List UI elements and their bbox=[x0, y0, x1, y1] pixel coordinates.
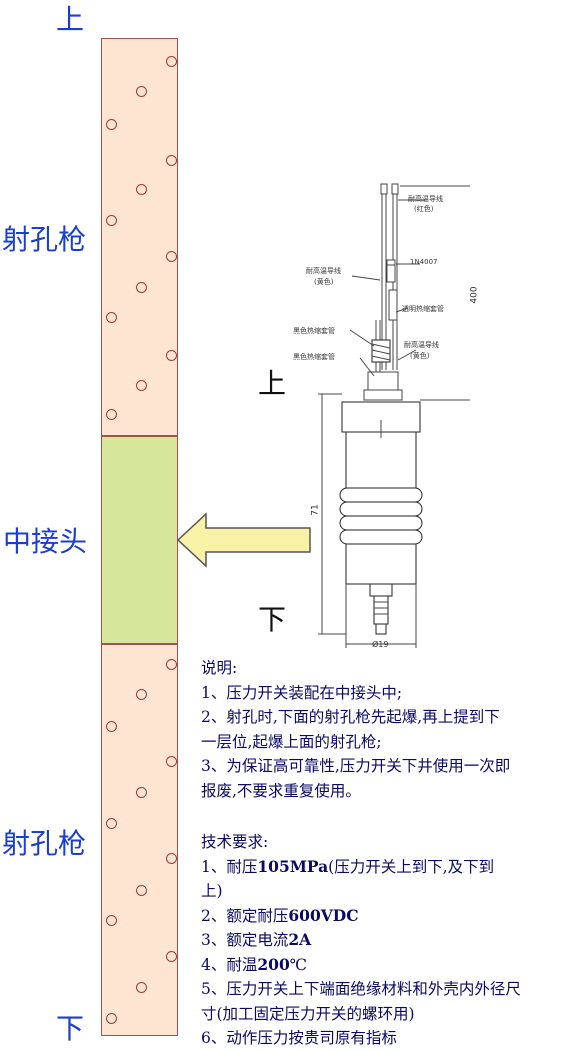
left-arrow-icon bbox=[176, 512, 311, 568]
perforation-hole bbox=[166, 659, 177, 670]
perforation-hole bbox=[136, 885, 147, 896]
perforating-gun-lower-label: 射孔枪 bbox=[2, 827, 87, 860]
perforating-gun-upper-label: 射孔枪 bbox=[2, 223, 87, 256]
perforation-hole bbox=[166, 756, 177, 767]
perforation-hole bbox=[166, 951, 177, 962]
requirement-1: 1、耐压105MPa(压力开关上到下,及下到 bbox=[201, 855, 585, 880]
perforation-hole bbox=[106, 721, 117, 732]
wire-yellow-label: 耐高温导线 bbox=[306, 267, 341, 275]
perforation-hole bbox=[136, 380, 147, 391]
top-label: 上 bbox=[56, 3, 85, 36]
bottom-label: 下 bbox=[56, 1012, 85, 1045]
joint-label: 中接头 bbox=[3, 525, 88, 558]
requirement-2-prefix: 2、额定耐压 bbox=[201, 906, 289, 925]
requirement-1-cont: 上) bbox=[201, 882, 223, 900]
note-line: 一层位,起爆上面的射孔枪; bbox=[201, 732, 382, 751]
requirement-3: 3、额定电流2A bbox=[201, 928, 585, 953]
note-line: 1、压力开关装配在中接头中; bbox=[201, 683, 403, 702]
requirement-1-value: 105MPa bbox=[257, 856, 329, 876]
dimension-diameter: Ø19 bbox=[372, 640, 389, 649]
requirements-heading: 技术要求: bbox=[201, 833, 269, 851]
perforation-hole bbox=[136, 184, 147, 195]
notes-section: 说明: 1、压力开关装配在中接头中; 2、射孔时,下面的射孔枪先起爆,再上提到下… bbox=[201, 656, 585, 803]
perforation-hole bbox=[136, 86, 147, 97]
wire-yellow-2-label: 耐高温导线 bbox=[404, 341, 439, 349]
perforation-hole bbox=[106, 915, 117, 926]
dimension-400: 400 bbox=[469, 286, 480, 304]
note-line: 2、射孔时,下面的射孔枪先起爆,再上提到下 bbox=[201, 708, 500, 726]
perforation-hole bbox=[136, 282, 147, 293]
perforation-hole bbox=[136, 982, 147, 993]
wire-red-label: 耐高温导线 bbox=[408, 195, 443, 203]
requirement-3-prefix: 3、额定电流 bbox=[201, 931, 289, 949]
clear-sleeve-label: 透明热缩套管 bbox=[402, 305, 444, 313]
perforation-hole bbox=[136, 787, 147, 798]
perforation-hole bbox=[106, 818, 117, 829]
requirement-4-suffix: ℃ bbox=[289, 955, 308, 974]
perforation-hole bbox=[106, 215, 117, 226]
dimension-71: 71 bbox=[310, 504, 321, 516]
pressure-switch-drawing bbox=[318, 183, 470, 648]
switch-bottom-label: 下 bbox=[258, 603, 287, 636]
requirement-1-suffix: (压力开关上到下,及下到 bbox=[328, 857, 495, 876]
requirements-section: 技术要求: 1、耐压105MPa(压力开关上到下,及下到 上) 2、额定耐压60… bbox=[201, 830, 585, 1051]
wire-yellow-color-label: (黄色) bbox=[314, 278, 334, 286]
black-sleeve-label-2: 黑色热缩套管 bbox=[293, 353, 335, 361]
requirement-5: 5、压力开关上下端面绝缘材料和外壳内外径尺 bbox=[201, 980, 521, 998]
black-sleeve-label: 黑色热缩套管 bbox=[293, 327, 335, 335]
perforation-hole bbox=[166, 56, 177, 67]
requirement-6: 6、动作压力按贵司原有指标 bbox=[201, 1029, 397, 1047]
requirement-5-cont: 寸(加工固定压力开关的螺环用) bbox=[201, 1004, 415, 1023]
requirement-3-value: 2A bbox=[288, 930, 312, 949]
requirement-2-value: 600VDC bbox=[288, 905, 359, 925]
perforation-hole bbox=[136, 689, 147, 700]
middle-joint bbox=[101, 436, 178, 644]
diode-label: 1N4007 bbox=[410, 258, 438, 266]
note-line: 3、为保证高可靠性,压力开关下井使用一次即 bbox=[201, 757, 511, 775]
lower-perforating-gun bbox=[101, 644, 178, 1036]
switch-top-label: 上 bbox=[258, 367, 287, 400]
perforation-hole bbox=[106, 409, 117, 420]
requirement-1-prefix: 1、耐压 bbox=[201, 857, 258, 876]
perforation-hole bbox=[106, 312, 117, 323]
perforation-hole bbox=[166, 350, 177, 361]
note-line: 报废,不要求重复使用。 bbox=[201, 781, 361, 800]
perforation-hole bbox=[106, 1013, 117, 1024]
upper-perforating-gun bbox=[101, 38, 178, 436]
perforation-hole bbox=[166, 853, 177, 864]
requirement-4-value: 200 bbox=[257, 954, 290, 974]
perforation-hole bbox=[106, 119, 117, 130]
wire-red-color-label: (红色) bbox=[414, 205, 434, 213]
requirement-4: 4、耐温200℃ bbox=[201, 953, 585, 978]
perforation-hole bbox=[166, 155, 177, 166]
requirement-2: 2、额定耐压600VDC bbox=[201, 904, 585, 929]
wire-yellow-2-color-label: (黄色) bbox=[410, 352, 430, 360]
perforation-hole bbox=[166, 251, 177, 262]
requirement-4-prefix: 4、耐温 bbox=[201, 955, 258, 974]
notes-heading: 说明: bbox=[201, 659, 238, 677]
